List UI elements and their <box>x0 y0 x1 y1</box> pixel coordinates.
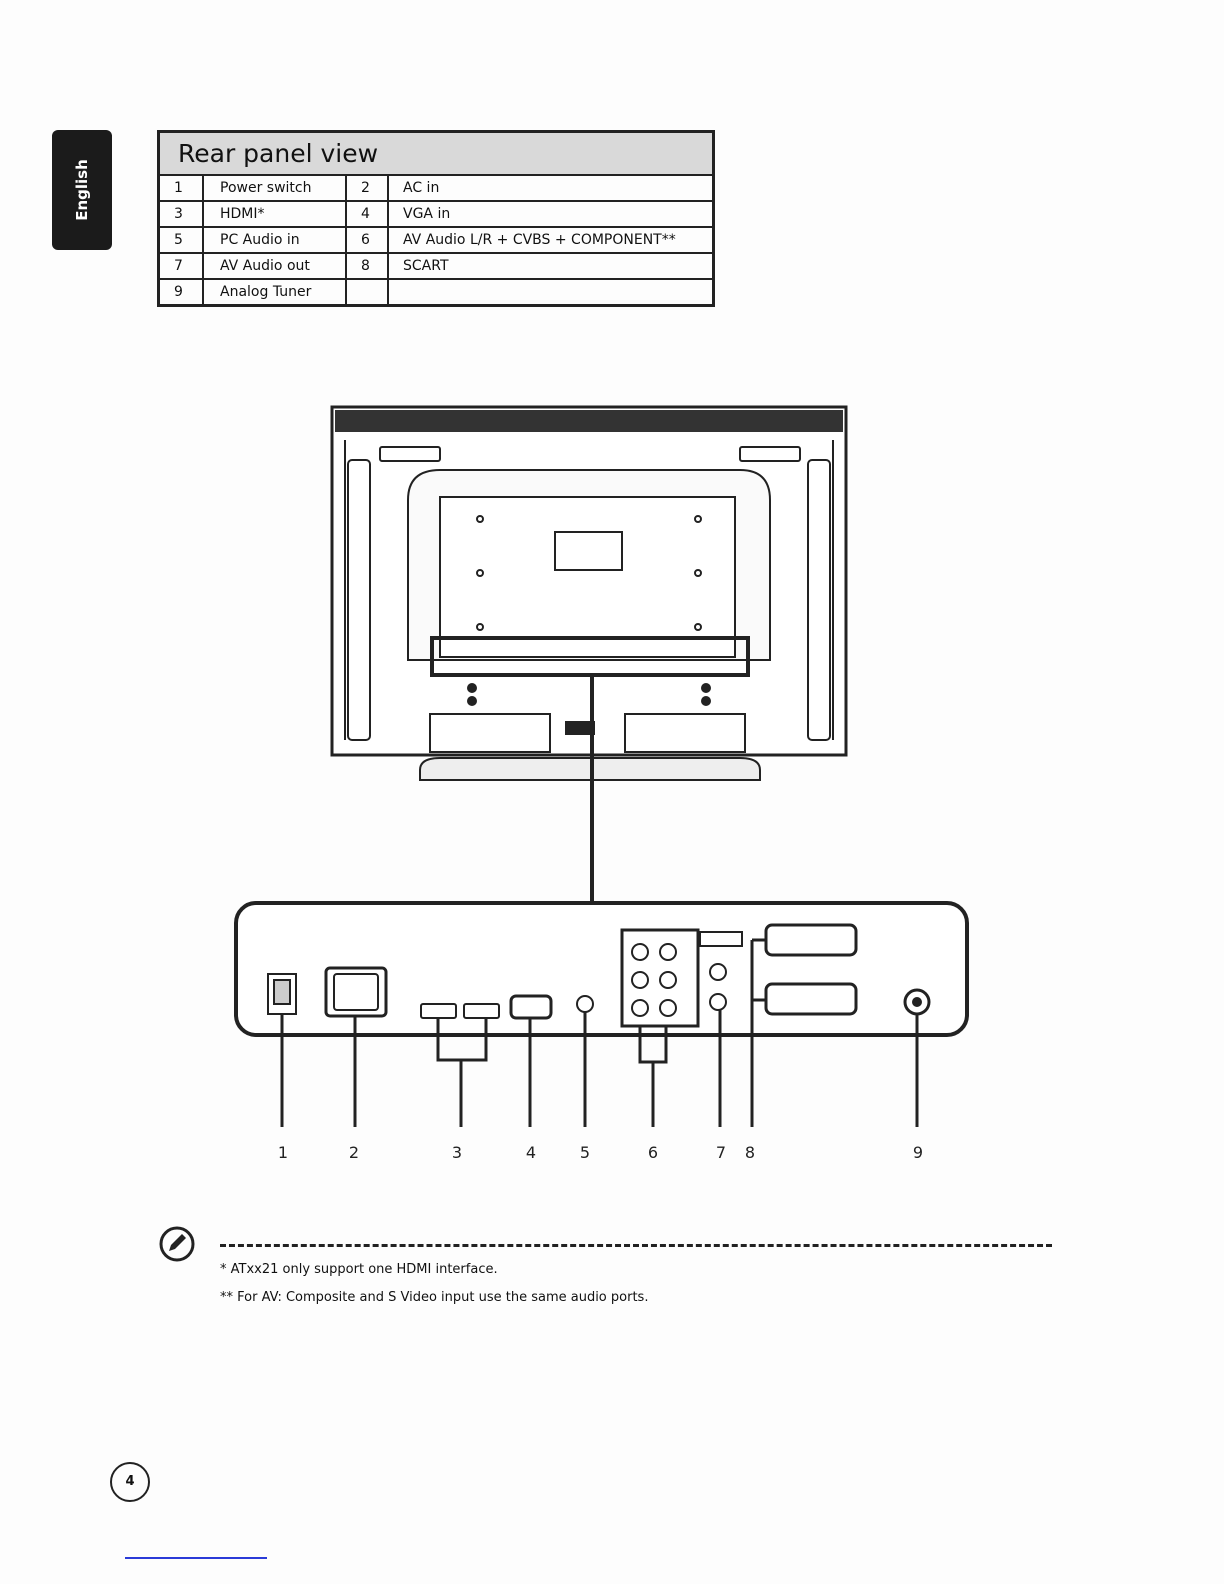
note-line-2: ** For AV: Composite and S Video input u… <box>220 1290 648 1305</box>
callout-label: 8 <box>745 1143 755 1162</box>
callout-label: 3 <box>452 1143 462 1162</box>
callout-label: 5 <box>580 1143 590 1162</box>
callout-label: 6 <box>648 1143 658 1162</box>
note-divider <box>220 1244 1052 1247</box>
note-pencil-icon <box>158 1225 196 1263</box>
callout-label: 1 <box>278 1143 288 1162</box>
tv-back-outline <box>332 407 846 903</box>
footer-rule <box>125 1557 267 1559</box>
connector-panel <box>236 903 967 1035</box>
callout-label: 4 <box>526 1143 536 1162</box>
callout-label: 2 <box>349 1143 359 1162</box>
callout-label: 7 <box>716 1143 726 1162</box>
callout-label: 9 <box>913 1143 923 1162</box>
note-line-1: * ATxx21 only support one HDMI interface… <box>220 1262 498 1277</box>
page-number: 4 <box>110 1462 150 1502</box>
